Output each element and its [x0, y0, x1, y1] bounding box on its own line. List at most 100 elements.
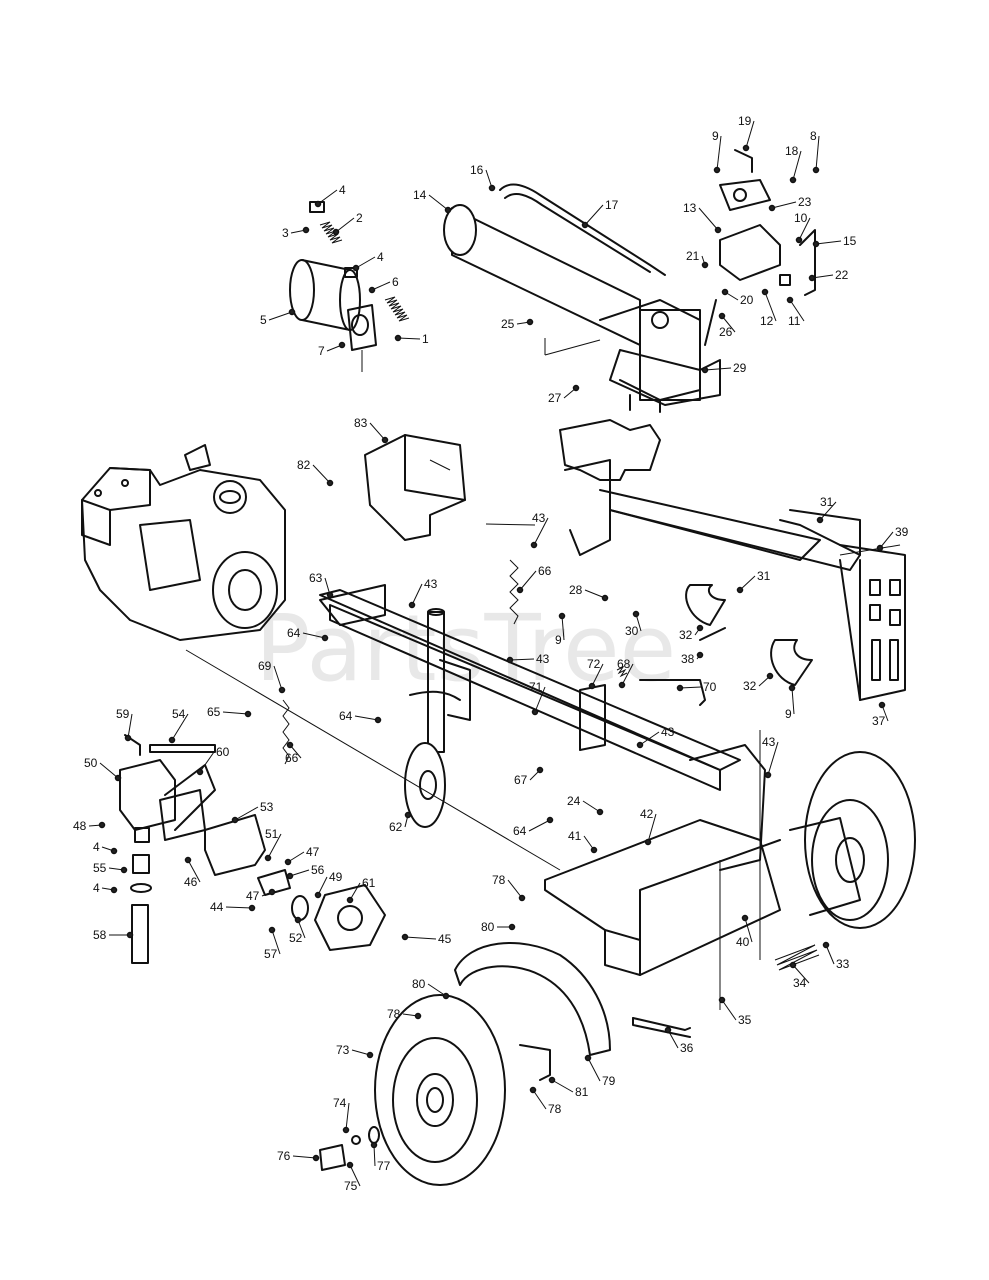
callout-number-29[interactable]: 29 — [733, 361, 747, 375]
suction-fitting[interactable] — [130, 827, 152, 964]
callout-number-70[interactable]: 70 — [703, 680, 717, 694]
callout-number-53[interactable]: 53 — [260, 800, 274, 814]
callout-number-26[interactable]: 26 — [719, 325, 733, 339]
callout-number-49[interactable]: 49 — [329, 870, 343, 884]
beam-wedge-guides[interactable] — [685, 584, 813, 686]
callout-number-18[interactable]: 18 — [785, 144, 799, 158]
callout-number-9[interactable]: 9 — [712, 129, 719, 143]
callout-number-12[interactable]: 12 — [760, 314, 774, 328]
callout-number-73[interactable]: 73 — [336, 1043, 350, 1057]
hydraulic-hose[interactable] — [499, 183, 666, 276]
callout-number-16[interactable]: 16 — [470, 163, 484, 177]
callout-number-54[interactable]: 54 — [172, 707, 186, 721]
return-spring[interactable] — [774, 944, 820, 971]
callout-number-66[interactable]: 66 — [538, 564, 552, 578]
callout-number-43[interactable]: 43 — [424, 577, 438, 591]
callout-number-14[interactable]: 14 — [413, 188, 427, 202]
callout-number-39[interactable]: 39 — [895, 525, 909, 539]
callout-number-23[interactable]: 23 — [798, 195, 812, 209]
callout-number-46[interactable]: 46 — [184, 875, 198, 889]
callout-number-65[interactable]: 65 — [207, 705, 221, 719]
callout-number-37[interactable]: 37 — [872, 714, 886, 728]
callout-number-13[interactable]: 13 — [683, 201, 697, 215]
left-wheel[interactable] — [374, 994, 506, 1186]
left-fender[interactable] — [454, 942, 611, 1081]
callout-number-42[interactable]: 42 — [640, 807, 654, 821]
callout-number-36[interactable]: 36 — [680, 1041, 694, 1055]
callout-number-33[interactable]: 33 — [836, 957, 850, 971]
callout-number-2[interactable]: 2 — [356, 211, 363, 225]
callout-number-31[interactable]: 31 — [820, 495, 834, 509]
callout-number-62[interactable]: 62 — [389, 820, 403, 834]
callout-number-75[interactable]: 75 — [344, 1179, 358, 1193]
callout-number-71[interactable]: 71 — [529, 680, 543, 694]
callout-number-50[interactable]: 50 — [84, 756, 98, 770]
callout-number-80[interactable]: 80 — [481, 920, 495, 934]
callout-number-41[interactable]: 41 — [568, 829, 582, 843]
right-wheel[interactable] — [789, 751, 916, 929]
callout-number-4[interactable]: 4 — [93, 840, 100, 854]
callout-number-61[interactable]: 61 — [362, 876, 376, 890]
pump-mount-plate[interactable] — [314, 884, 386, 951]
callout-number-21[interactable]: 21 — [686, 249, 700, 263]
callout-number-64[interactable]: 64 — [513, 824, 527, 838]
callout-number-81[interactable]: 81 — [575, 1085, 589, 1099]
callout-number-64[interactable]: 64 — [287, 626, 301, 640]
callout-number-9[interactable]: 9 — [555, 633, 562, 647]
callout-number-78[interactable]: 78 — [548, 1102, 562, 1116]
callout-number-32[interactable]: 32 — [743, 679, 757, 693]
callout-number-79[interactable]: 79 — [602, 1074, 616, 1088]
callout-number-32[interactable]: 32 — [679, 628, 693, 642]
callout-number-7[interactable]: 7 — [318, 344, 325, 358]
tow-chain[interactable] — [282, 559, 519, 765]
wedge-lock-pin[interactable] — [632, 1017, 691, 1038]
callout-number-43[interactable]: 43 — [536, 652, 550, 666]
callout-number-56[interactable]: 56 — [311, 863, 325, 877]
axle-frame[interactable] — [544, 744, 781, 976]
callout-number-4[interactable]: 4 — [377, 250, 384, 264]
callout-number-51[interactable]: 51 — [265, 827, 279, 841]
callout-number-80[interactable]: 80 — [412, 977, 426, 991]
callout-number-74[interactable]: 74 — [333, 1096, 347, 1110]
callout-number-43[interactable]: 43 — [532, 511, 546, 525]
tongue-tube[interactable] — [319, 584, 741, 791]
callout-number-77[interactable]: 77 — [377, 1159, 391, 1173]
callout-number-43[interactable]: 43 — [661, 725, 675, 739]
callout-number-22[interactable]: 22 — [835, 268, 849, 282]
callout-number-83[interactable]: 83 — [354, 416, 368, 430]
callout-number-48[interactable]: 48 — [73, 819, 87, 833]
callout-number-34[interactable]: 34 — [793, 976, 807, 990]
hitch-pin[interactable] — [639, 679, 706, 706]
callout-number-78[interactable]: 78 — [492, 873, 506, 887]
callout-number-25[interactable]: 25 — [501, 317, 515, 331]
callout-number-3[interactable]: 3 — [282, 226, 289, 240]
callout-number-47[interactable]: 47 — [246, 889, 260, 903]
jack-stand[interactable] — [404, 608, 471, 828]
callout-number-17[interactable]: 17 — [605, 198, 619, 212]
callout-number-31[interactable]: 31 — [757, 569, 771, 583]
callout-number-63[interactable]: 63 — [309, 571, 323, 585]
callout-number-78[interactable]: 78 — [387, 1007, 401, 1021]
hydraulic-filter[interactable] — [289, 259, 377, 351]
callout-number-47[interactable]: 47 — [306, 845, 320, 859]
callout-number-9[interactable]: 9 — [785, 707, 792, 721]
callout-number-19[interactable]: 19 — [738, 114, 752, 128]
callout-number-1[interactable]: 1 — [422, 332, 429, 346]
control-valve[interactable] — [704, 149, 816, 346]
callout-number-4[interactable]: 4 — [339, 183, 346, 197]
engine-mount-bracket[interactable] — [364, 434, 466, 541]
callout-number-38[interactable]: 38 — [681, 652, 695, 666]
callout-number-59[interactable]: 59 — [116, 707, 130, 721]
callout-number-40[interactable]: 40 — [736, 935, 750, 949]
callout-number-6[interactable]: 6 — [392, 275, 399, 289]
callout-number-72[interactable]: 72 — [587, 657, 601, 671]
callout-number-60[interactable]: 60 — [216, 745, 230, 759]
callout-number-27[interactable]: 27 — [548, 391, 562, 405]
callout-number-5[interactable]: 5 — [260, 313, 267, 327]
callout-number-8[interactable]: 8 — [810, 129, 817, 143]
guide-pin[interactable] — [699, 627, 726, 641]
callout-number-69[interactable]: 69 — [258, 659, 272, 673]
callout-number-11[interactable]: 11 — [788, 314, 801, 328]
main-beam[interactable] — [559, 419, 906, 701]
callout-number-28[interactable]: 28 — [569, 583, 583, 597]
